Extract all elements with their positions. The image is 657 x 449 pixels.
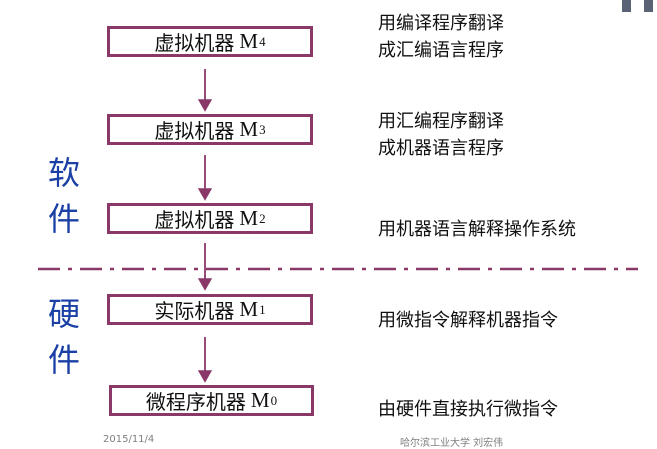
software-hardware-divider [38,267,638,271]
description-m4: 用编译程序翻译 成汇编语言程序 [378,10,504,64]
description-m3: 用汇编程序翻译 成机器语言程序 [378,108,504,162]
machine-subscript: 3 [259,121,266,137]
machine-subscript: 4 [259,33,266,49]
description-m0: 由硬件直接执行微指令 [378,396,558,423]
description-line: 用机器语言解释操作系统 [378,219,576,240]
description-line: 用微指令解释机器指令 [378,310,558,331]
description-line: 用编译程序翻译 [378,13,504,34]
description-line: 用汇编程序翻译 [378,111,504,132]
description-line: 成汇编语言程序 [378,40,504,61]
footer-date: 2015/11/4 [103,434,155,445]
machine-label: 微程序机器 [145,390,246,414]
hardware-char: 件 [47,341,80,379]
corner-bar [622,0,631,12]
machine-subscript: 2 [259,210,266,226]
software-char: 件 [47,200,80,238]
corner-decoration [618,0,657,16]
machine-label: 虚拟机器 [154,119,235,143]
description-m1: 用微指令解释机器指令 [378,307,558,334]
machine-label: 实际机器 [154,299,235,323]
machine-symbol: M [239,29,259,53]
machine-label: 虚拟机器 [154,208,235,232]
description-line: 成机器语言程序 [378,138,504,159]
description-line: 由硬件直接执行微指令 [378,399,558,420]
machine-label: 虚拟机器 [154,31,235,55]
machine-symbol: M [250,388,270,412]
hardware-char: 硬 [47,295,80,333]
footer-author: 哈尔滨工业大学 刘宏伟 [400,438,504,449]
corner-bar [644,0,653,12]
machine-subscript: 1 [259,301,266,317]
software-label: 软 件 [45,150,83,242]
hardware-label: 硬 件 [45,291,83,383]
machine-symbol: M [239,117,259,141]
software-char: 软 [47,154,80,192]
machine-symbol: M [239,206,259,230]
machine-symbol: M [239,297,259,321]
description-m2: 用机器语言解释操作系统 [378,216,576,243]
machine-subscript: 0 [270,392,278,408]
